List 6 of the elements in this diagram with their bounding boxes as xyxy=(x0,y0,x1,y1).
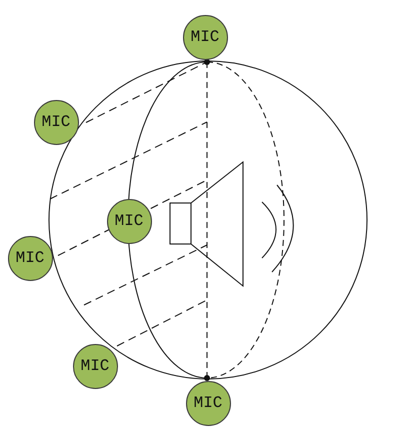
microphone-node: MIC xyxy=(72,344,118,388)
microphone-node: MIC xyxy=(34,100,78,144)
microphone-node: MIC xyxy=(106,198,152,244)
microphone-node: MIC xyxy=(8,236,52,280)
microphone-node: MIC xyxy=(186,380,230,426)
microphone-node: MIC xyxy=(182,14,228,60)
